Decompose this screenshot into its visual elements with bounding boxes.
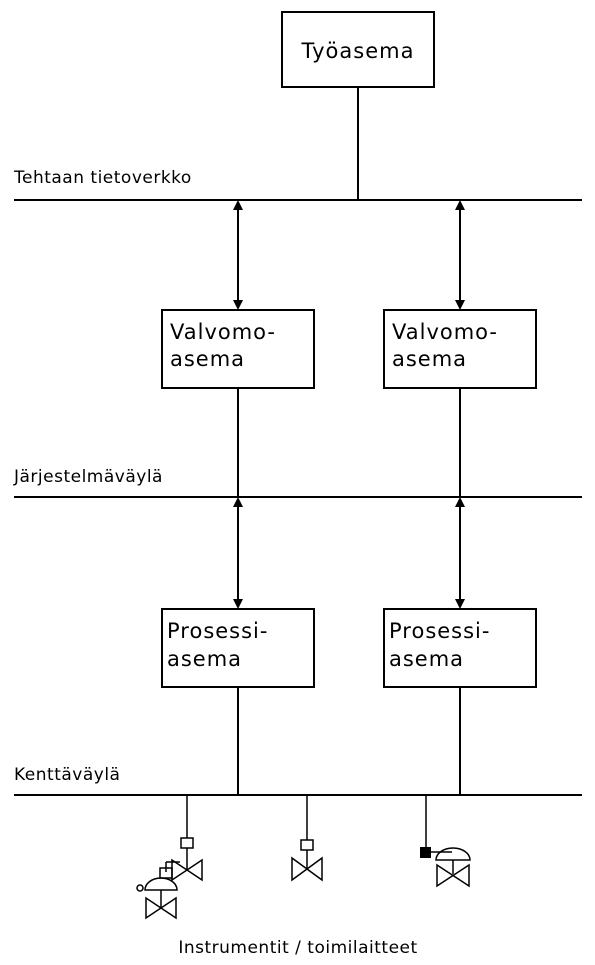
actuated-valve-icon xyxy=(420,795,471,888)
control-station-left-line2: asema xyxy=(170,347,245,371)
control-station-right-line2: asema xyxy=(392,347,467,371)
valve-icon xyxy=(171,795,203,882)
field-bus-label: Kenttäväylä xyxy=(14,765,120,785)
process-station-left: Prosessi- asema xyxy=(161,608,315,688)
control-valve-icon xyxy=(291,795,323,882)
instruments-caption: Instrumentit / toimilaitteet xyxy=(178,938,417,958)
process-station-left-line1: Prosessi- xyxy=(167,619,268,643)
process-station-right: Prosessi- asema xyxy=(383,608,537,688)
process-station-right-line2: asema xyxy=(389,647,464,671)
factory-network-label: Tehtaan tietoverkko xyxy=(13,168,192,188)
workstation-node: Työasema xyxy=(281,11,435,88)
control-station-right: Valvomo- asema xyxy=(383,309,537,389)
control-station-right-line1: Valvomo- xyxy=(392,320,498,344)
control-station-left: Valvomo- asema xyxy=(161,309,315,389)
diaphragm-valve-icon xyxy=(136,861,180,920)
workstation-label: Työasema xyxy=(301,39,415,63)
system-bus-label: Järjestelmäväylä xyxy=(13,467,163,487)
process-station-right-line1: Prosessi- xyxy=(389,619,490,643)
control-station-left-line1: Valvomo- xyxy=(170,320,276,344)
process-station-left-line2: asema xyxy=(167,647,242,671)
